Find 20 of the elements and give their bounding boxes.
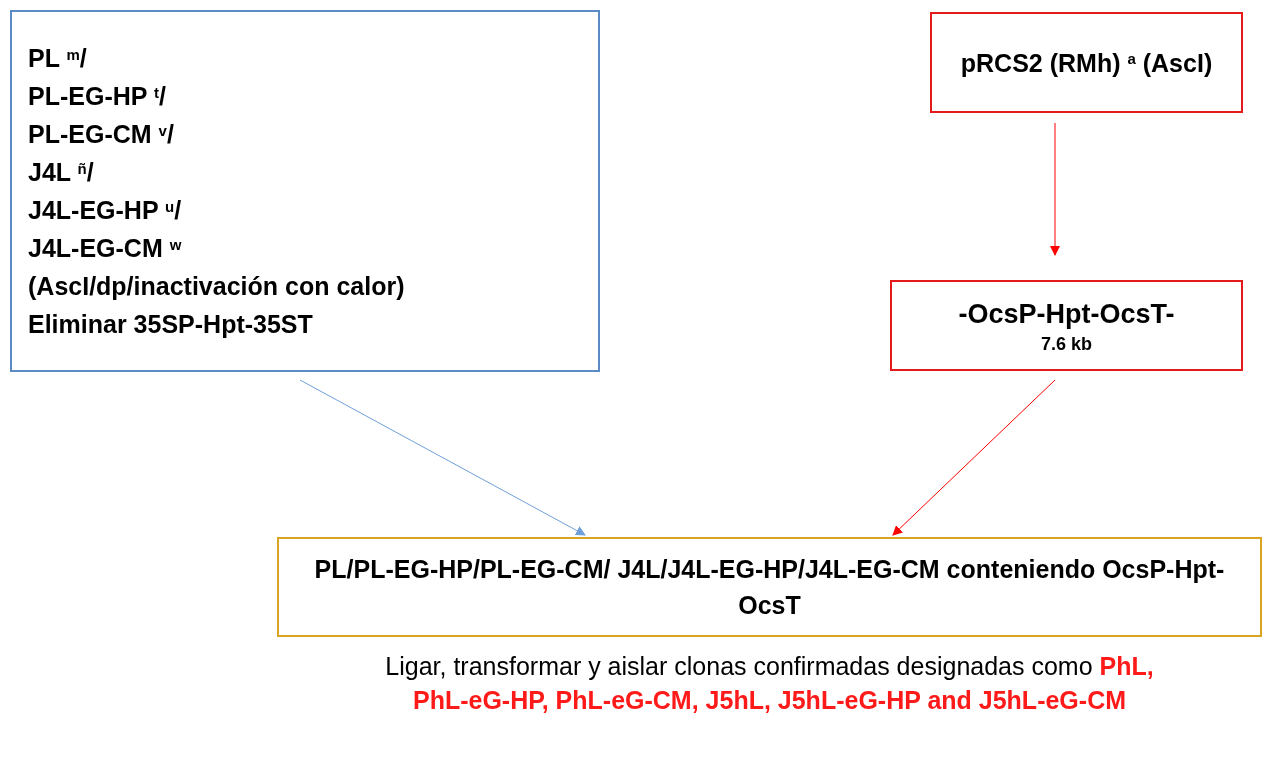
node-text: PL-EG-HP $^{t}$/: [28, 81, 166, 112]
process-box: [10, 10, 600, 372]
node-text: PL-EG-CM $^{v}$/: [28, 119, 174, 150]
size-label: 7.6 kb: [1041, 332, 1092, 356]
arrow: [892, 379, 1056, 536]
node-text: PL/PL-EG-HP/PL-EG-CM/ J4L/J4L-EG-HP/J4L-EG-CM conteniendo OcsP-Hpt-OcsT: [313, 554, 1226, 621]
node-text: J4L $^{ñ}$/: [28, 157, 94, 188]
node-text: PL $^{m}$/: [28, 43, 87, 74]
node-text: pRCS2 (RMh) $^{a}$ (AscI): [960, 47, 1213, 79]
node-text: Eliminar 35SP-Hpt-35ST: [28, 309, 313, 340]
caption-text: Ligar, transformar y aislar clonas confirmadas designadas como PhL, PhL-eG-HP, PhL-eG-CM, J5hL, J5hL-eG-HP and J5hL-eG-CM: [384, 651, 1155, 716]
arrow: [1050, 122, 1060, 256]
process-box: [890, 280, 1243, 371]
node-text: J4L-EG-HP $^{u}$/: [28, 195, 182, 226]
process-box: [930, 12, 1243, 113]
arrow: [299, 379, 586, 536]
node-text: -OcsP-Hpt-OcsT-: [958, 297, 1175, 331]
node-text: (AscI/dp/inactivación con calor): [28, 271, 405, 302]
node-text: J4L-EG-CM $^{w}$: [28, 233, 182, 264]
process-box: [277, 537, 1262, 637]
